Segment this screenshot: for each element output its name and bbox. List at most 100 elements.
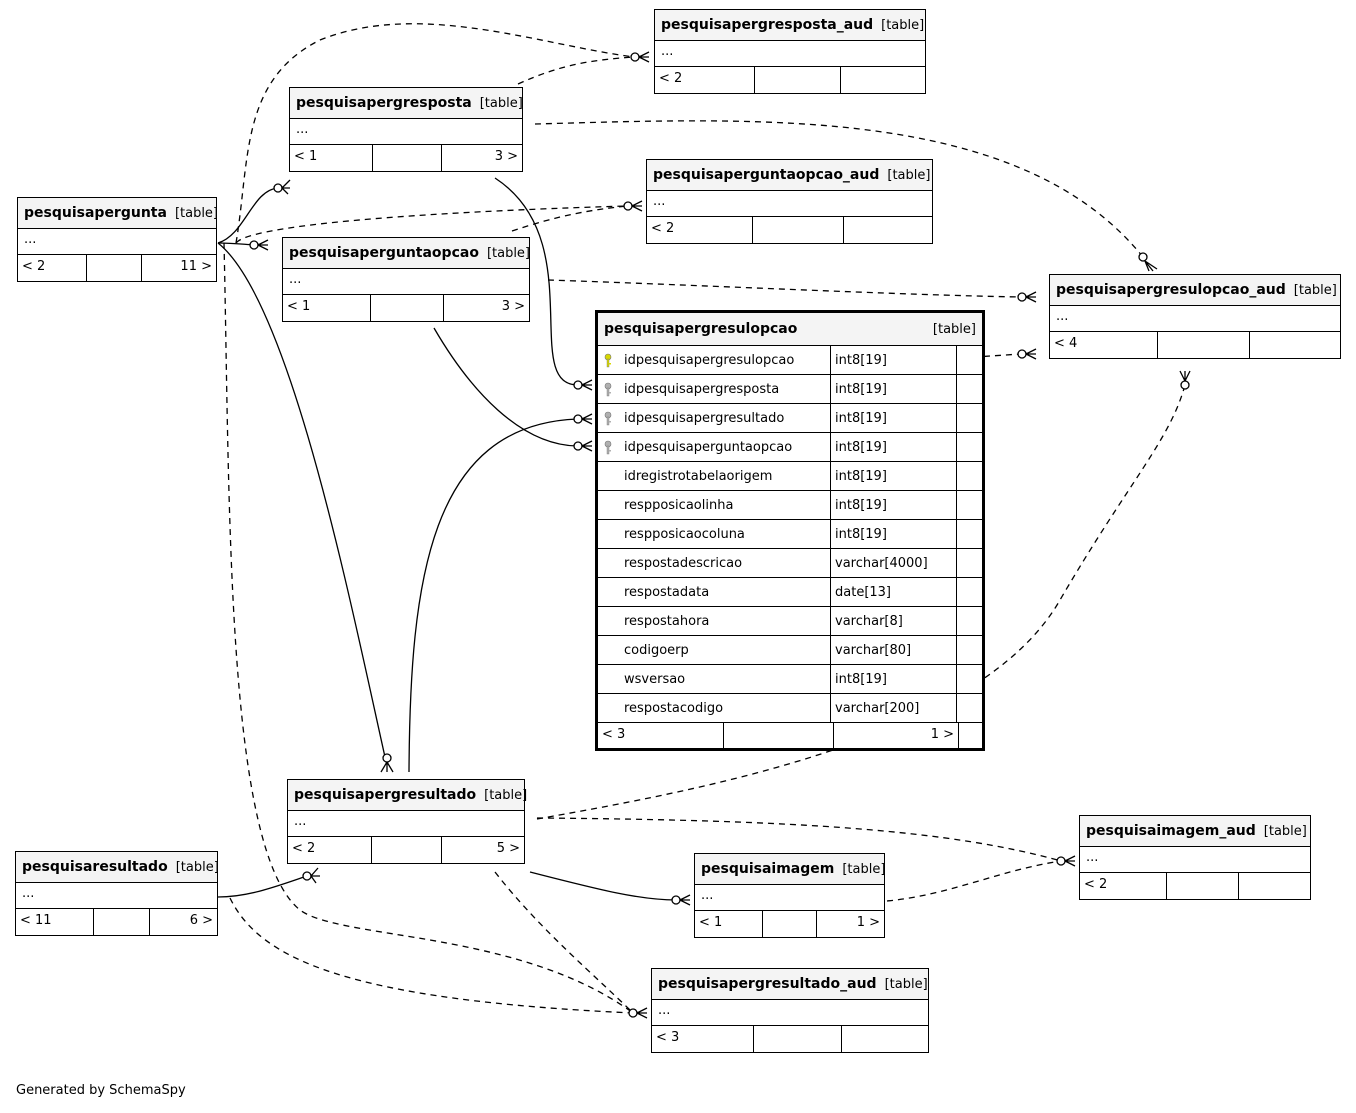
footer-pad bbox=[958, 723, 982, 748]
edge-resultado-imagem-aud bbox=[536, 817, 1062, 862]
table-pesquisaimagem[interactable]: pesquisaimagem [table] ... < 1 1 > bbox=[694, 853, 885, 938]
parent-count[interactable]: < 3 bbox=[602, 727, 626, 742]
column-row[interactable]: idpesquisapergresulopcao int8[19] bbox=[598, 346, 982, 375]
table-header: pesquisapergresulopcao [table] bbox=[598, 313, 982, 346]
column-name: respostahora bbox=[624, 613, 710, 629]
child-count[interactable] bbox=[843, 217, 932, 243]
table-name[interactable]: pesquisaimagem_aud bbox=[1086, 823, 1256, 839]
row-count bbox=[371, 837, 441, 863]
edge-resposta-resulopcao-aud bbox=[534, 120, 1144, 258]
row-count bbox=[93, 909, 149, 935]
table-name[interactable]: pesquisaresultado bbox=[22, 859, 168, 875]
table-footer: < 1 3 > bbox=[290, 145, 522, 171]
parent-count[interactable]: < 2 bbox=[22, 259, 46, 274]
column-name-cell: codigoerp bbox=[598, 636, 831, 664]
table-pesquisapergresultado[interactable]: pesquisapergresultado [table] ... < 2 5 … bbox=[287, 779, 527, 864]
child-count[interactable]: 6 > bbox=[149, 909, 217, 935]
table-pesquisapergresposta-aud[interactable]: pesquisapergresposta_aud [table] ... < 2 bbox=[654, 9, 926, 94]
table-pesquisaperguntaopcao[interactable]: pesquisaperguntaopcao [table] ... < 1 3 … bbox=[282, 237, 530, 322]
column-row[interactable]: respostadescricao varchar[4000] bbox=[598, 549, 982, 578]
table-pesquisapergunta[interactable]: pesquisapergunta [table] ... < 2 11 > bbox=[17, 197, 219, 282]
child-count[interactable]: 3 > bbox=[443, 295, 529, 321]
row-count bbox=[1166, 873, 1238, 899]
column-type: int8[19] bbox=[831, 491, 957, 519]
child-count[interactable]: 5 > bbox=[441, 837, 524, 863]
table-pesquisapergresposta[interactable]: pesquisapergresposta [table] ... < 1 3 > bbox=[289, 87, 523, 172]
parent-count[interactable]: < 1 bbox=[287, 299, 311, 314]
column-type: int8[19] bbox=[831, 346, 957, 374]
parent-count[interactable]: < 4 bbox=[1054, 336, 1078, 351]
columns-collapsed: ... bbox=[283, 269, 529, 295]
child-count[interactable] bbox=[1238, 873, 1310, 899]
column-type: int8[19] bbox=[831, 433, 957, 461]
child-count[interactable] bbox=[1249, 332, 1340, 358]
parent-count[interactable]: < 1 bbox=[699, 915, 723, 930]
table-kind: [table] bbox=[887, 167, 931, 183]
column-extra-cell bbox=[957, 346, 982, 374]
table-header: pesquisapergresultado [table] bbox=[288, 780, 527, 811]
child-count[interactable]: 1 > bbox=[833, 723, 958, 748]
table-header: pesquisaperguntaopcao [table] bbox=[283, 238, 530, 269]
parent-count[interactable]: < 2 bbox=[1084, 877, 1108, 892]
child-count[interactable]: 3 > bbox=[441, 145, 522, 171]
parent-count[interactable]: < 2 bbox=[659, 71, 683, 86]
table-kind: [table] bbox=[881, 17, 925, 33]
parent-count[interactable]: < 2 bbox=[292, 841, 316, 856]
child-count[interactable] bbox=[841, 1026, 928, 1052]
edge-resultado-resulopcao bbox=[408, 418, 578, 773]
table-pesquisaimagem-aud[interactable]: pesquisaimagem_aud [table] ... < 2 bbox=[1079, 815, 1311, 900]
table-name[interactable]: pesquisaperguntaopcao_aud bbox=[653, 167, 880, 183]
child-count[interactable]: 11 > bbox=[141, 255, 216, 281]
table-kind: [table] bbox=[175, 859, 219, 875]
table-pesquisapergresultado-aud[interactable]: pesquisapergresultado_aud [table] ... < … bbox=[651, 968, 929, 1053]
column-name: respostadescricao bbox=[624, 555, 743, 571]
table-pesquisapergresulopcao[interactable]: pesquisapergresulopcao [table] idpesquis… bbox=[595, 310, 985, 751]
table-name[interactable]: pesquisaimagem bbox=[701, 861, 835, 877]
table-kind: [table] bbox=[842, 861, 886, 877]
columns-collapsed: ... bbox=[290, 119, 522, 145]
columns-collapsed: ... bbox=[1050, 306, 1340, 332]
table-name[interactable]: pesquisapergresulopcao bbox=[604, 321, 798, 337]
parent-count[interactable]: < 11 bbox=[20, 913, 52, 928]
edge-opcao-opcao-aud bbox=[511, 205, 628, 232]
table-name[interactable]: pesquisapergresultado_aud bbox=[658, 976, 877, 992]
table-pesquisaperguntaopcao-aud[interactable]: pesquisaperguntaopcao_aud [table] ... < … bbox=[646, 159, 933, 244]
column-name-cell: idpesquisaperguntaopcao bbox=[598, 433, 831, 461]
table-kind: [table] bbox=[174, 205, 219, 221]
table-pesquisaresultado[interactable]: pesquisaresultado [table] ... < 11 6 > bbox=[15, 851, 219, 936]
table-header: pesquisaresultado [table] bbox=[16, 852, 219, 883]
column-name-cell: respostadescricao bbox=[598, 549, 831, 577]
table-name[interactable]: pesquisapergunta bbox=[24, 205, 167, 221]
child-count[interactable] bbox=[840, 67, 925, 93]
table-name[interactable]: pesquisaperguntaopcao bbox=[289, 245, 479, 261]
table-pesquisapergresulopcao-aud[interactable]: pesquisapergresulopcao_aud [table] ... <… bbox=[1049, 274, 1341, 359]
parent-count[interactable]: < 2 bbox=[651, 221, 675, 236]
column-name-cell: idpesquisapergresposta bbox=[598, 375, 831, 403]
table-name[interactable]: pesquisapergresultado bbox=[294, 787, 477, 803]
column-type: int8[19] bbox=[831, 375, 957, 403]
column-type: varchar[4000] bbox=[831, 549, 957, 577]
table-name[interactable]: pesquisapergresposta_aud bbox=[661, 17, 874, 33]
table-name[interactable]: pesquisapergresposta bbox=[296, 95, 472, 111]
column-name: idpesquisapergresulopcao bbox=[624, 352, 795, 368]
row-count bbox=[754, 67, 840, 93]
column-name-cell: respposicaocoluna bbox=[598, 520, 831, 548]
child-count[interactable]: 1 > bbox=[816, 911, 884, 937]
column-name: idpesquisapergresultado bbox=[624, 410, 785, 426]
parent-count[interactable]: < 1 bbox=[294, 149, 318, 164]
parent-count[interactable]: < 3 bbox=[656, 1030, 680, 1045]
table-kind: [table] bbox=[1293, 282, 1337, 298]
table-name[interactable]: pesquisapergresulopcao_aud bbox=[1056, 282, 1286, 298]
